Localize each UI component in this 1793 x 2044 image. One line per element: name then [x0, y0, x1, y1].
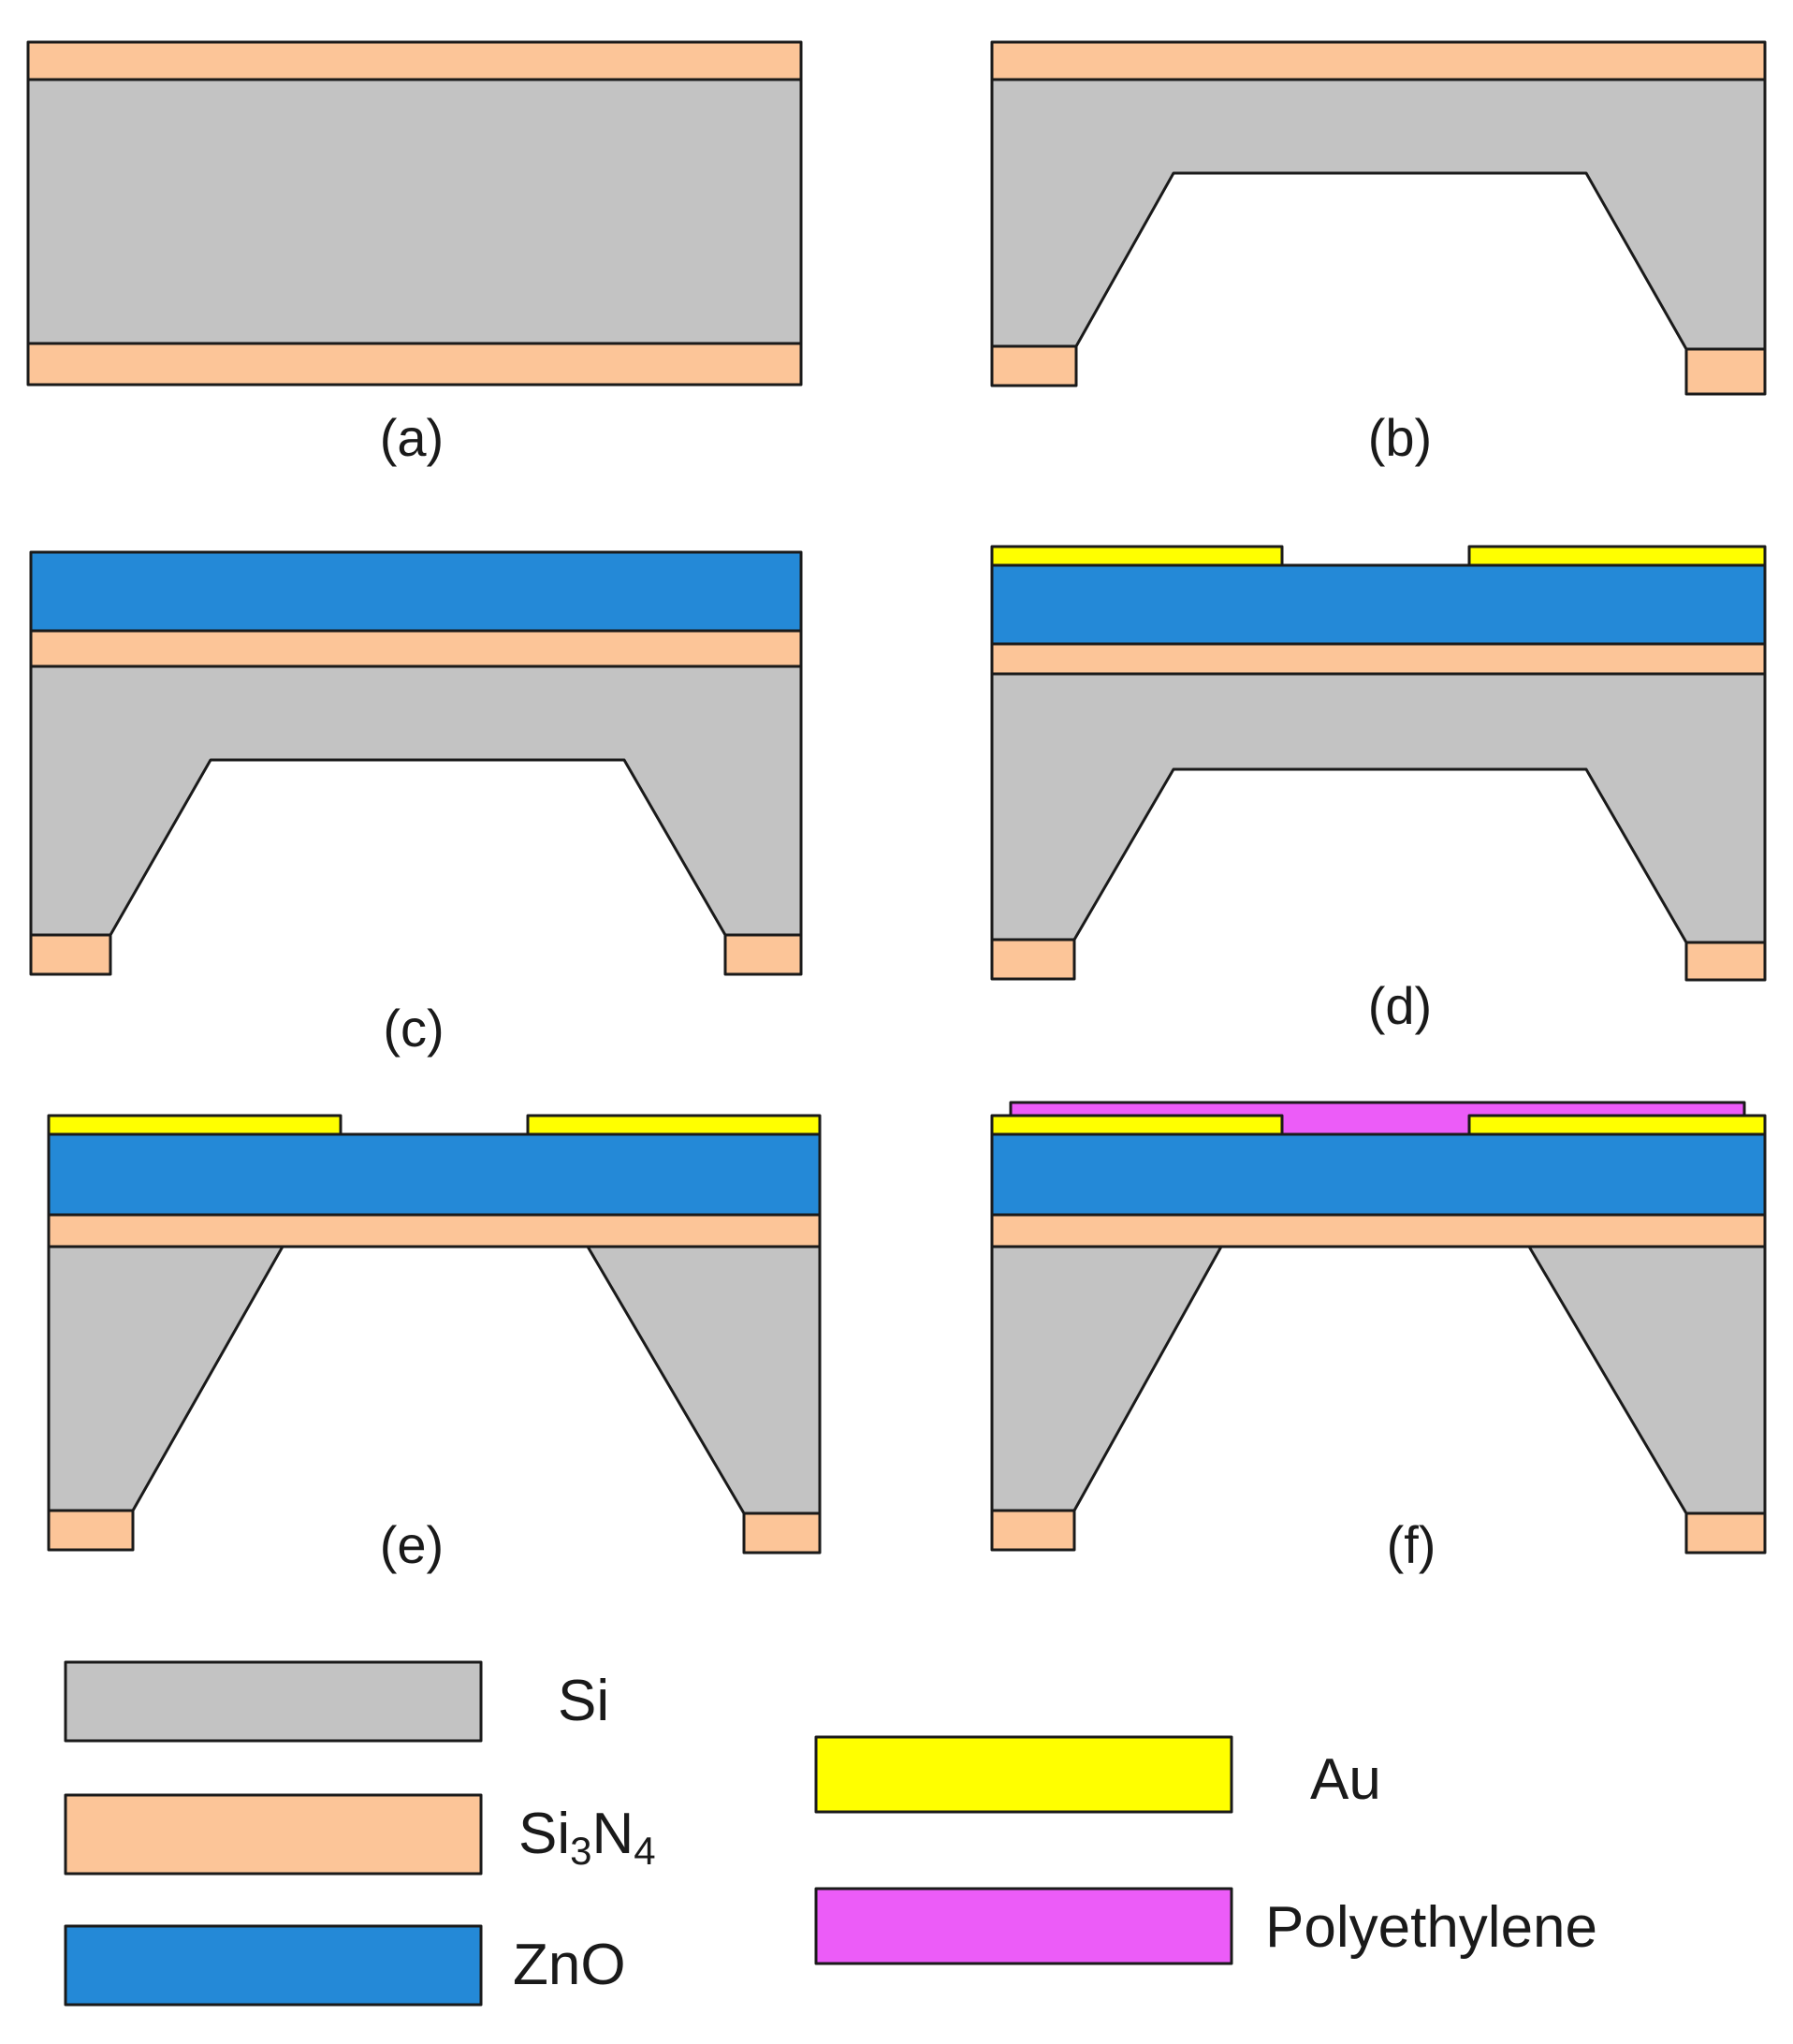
- si3n4-mask-left: [47, 1509, 135, 1552]
- panel-label-a: (a): [380, 408, 444, 467]
- si3n4-mask-right: [723, 933, 803, 976]
- au-electrode-right: [526, 1114, 822, 1136]
- si3n4-mask-right: [1684, 1511, 1767, 1555]
- zno-layer: [47, 1132, 822, 1217]
- panel-b: (b): [990, 40, 1767, 467]
- au-electrode-left: [990, 545, 1284, 567]
- legend-label-polyethylene: Polyethylene: [1265, 1895, 1597, 1960]
- au-electrode-left: [47, 1114, 343, 1136]
- etched-si-substrate: [29, 664, 803, 937]
- si3n4-bottom-layer: [26, 342, 803, 387]
- zno-layer: [990, 563, 1767, 646]
- legend-swatch-zno: [64, 1924, 483, 2007]
- si3n4-membrane-layer: [990, 1213, 1767, 1248]
- zno-layer: [990, 1132, 1767, 1217]
- panel-label-d: (d): [1368, 976, 1432, 1035]
- si-support-left: [990, 1245, 1223, 1512]
- si3n4-mask-left: [29, 933, 112, 976]
- si3n4-mask-left: [990, 344, 1078, 387]
- si-support-right: [586, 1245, 822, 1515]
- legend-swatch-polyethylene: [814, 1887, 1233, 1965]
- si-support-left: [47, 1245, 284, 1512]
- si3n4-mask-right: [1684, 347, 1767, 396]
- panel-label-f: (f): [1387, 1515, 1436, 1574]
- si-substrate: [26, 78, 803, 345]
- panel-d: (d): [990, 545, 1767, 1035]
- etched-si-substrate: [990, 78, 1767, 351]
- si3n4-membrane-layer: [990, 642, 1767, 676]
- legend-swatch-au: [814, 1735, 1233, 1814]
- si3n4-membrane-layer: [47, 1213, 822, 1248]
- legend-label-au: Au: [1310, 1747, 1381, 1812]
- si3n4-membrane-layer: [29, 629, 803, 668]
- zno-layer: [29, 550, 803, 633]
- panel-c: (c): [29, 550, 803, 1058]
- etched-si-substrate: [990, 672, 1767, 944]
- legend-label-zno: ZnO: [513, 1933, 626, 1997]
- si-support-right: [1527, 1245, 1767, 1515]
- legend-label-si3n4: Si3N4: [518, 1802, 656, 1873]
- si3n4-mask-left: [990, 1509, 1076, 1552]
- panel-label-b: (b): [1368, 408, 1432, 467]
- panel-label-c: (c): [383, 999, 444, 1058]
- si3n4-mask-right: [1684, 941, 1767, 982]
- legend-swatch-si3n4: [64, 1793, 483, 1876]
- si3n4-mask-right: [742, 1511, 822, 1555]
- panel-label-e: (e): [380, 1515, 444, 1574]
- panel-f: (f): [990, 1101, 1767, 1574]
- legend-label-si: Si: [558, 1669, 609, 1733]
- si3n4-top-layer: [990, 40, 1767, 81]
- si3n4-top-layer: [26, 40, 803, 81]
- au-electrode-right: [1467, 545, 1767, 567]
- legend-swatch-si: [64, 1660, 483, 1743]
- panel-a: (a): [26, 40, 803, 467]
- au-electrode-left: [990, 1114, 1284, 1136]
- legend: Si Si3N4 ZnO Au Polyethylene: [64, 1660, 1597, 2007]
- panel-e: (e): [47, 1114, 822, 1574]
- au-electrode-right: [1467, 1114, 1767, 1136]
- si3n4-mask-left: [990, 938, 1076, 981]
